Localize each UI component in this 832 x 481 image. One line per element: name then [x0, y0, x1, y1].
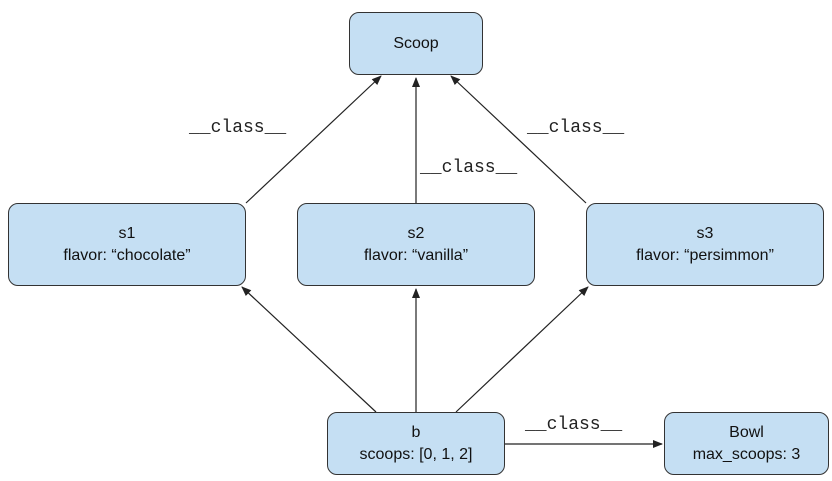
- node-s2-title: s2: [407, 224, 425, 242]
- node-b-detail: scoops: [0, 1, 2]: [359, 445, 473, 463]
- node-bowl-title: Bowl: [729, 423, 764, 441]
- node-s2: s2 flavor: “vanilla”: [297, 203, 535, 286]
- node-s3: s3 flavor: “persimmon”: [586, 203, 824, 286]
- node-s1: s1 flavor: “chocolate”: [8, 203, 246, 286]
- node-bowl-detail: max_scoops: 3: [692, 445, 801, 463]
- node-s3-title: s3: [696, 224, 714, 242]
- node-scoop: Scoop: [349, 12, 483, 75]
- node-s1-detail: flavor: “chocolate”: [63, 246, 191, 264]
- node-b: b scoops: [0, 1, 2]: [327, 412, 505, 475]
- node-scoop-title: Scoop: [393, 34, 439, 52]
- node-s1-title: s1: [118, 224, 136, 242]
- node-s3-detail: flavor: “persimmon”: [636, 246, 774, 264]
- arrow-s3-to-scoop: [450, 75, 587, 204]
- node-b-title: b: [411, 423, 421, 441]
- edge-label-s2-class: __class__: [418, 158, 520, 178]
- node-s2-detail: flavor: “vanilla”: [363, 246, 469, 264]
- edge-label-s1-class: __class__: [187, 118, 289, 138]
- edge-label-b-class: __class__: [523, 415, 625, 435]
- arrow-b-to-s1: [241, 286, 377, 413]
- arrow-b-to-s3: [455, 286, 589, 413]
- arrow-s1-to-scoop: [245, 75, 382, 204]
- node-bowl: Bowl max_scoops: 3: [664, 412, 829, 475]
- edge-label-s3-class: __class__: [525, 118, 627, 138]
